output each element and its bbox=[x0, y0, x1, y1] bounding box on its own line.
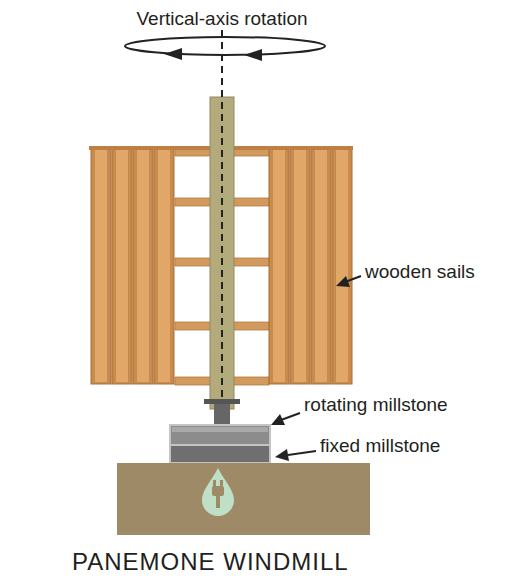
sail-plank bbox=[311, 148, 331, 384]
sail-plank bbox=[91, 148, 111, 384]
rotation-axis bbox=[221, 30, 223, 418]
arrow-head bbox=[244, 49, 262, 61]
plug-icon bbox=[202, 468, 234, 516]
plank-highlight bbox=[315, 150, 327, 382]
part-label: rotating millstone bbox=[304, 394, 448, 416]
plank-highlight bbox=[294, 150, 306, 382]
millstone-highlight bbox=[172, 427, 268, 432]
sail-plank bbox=[290, 148, 310, 384]
base bbox=[117, 463, 370, 535]
diagram-title: PANEMONE WINDMILL bbox=[72, 548, 349, 576]
plank-highlight bbox=[95, 150, 107, 382]
sail-plank bbox=[133, 148, 153, 384]
plank-highlight bbox=[273, 150, 285, 382]
rotating-millstone bbox=[170, 425, 270, 445]
leader-lines bbox=[271, 276, 361, 461]
sail-plank bbox=[332, 148, 352, 384]
part-label: fixed millstone bbox=[320, 435, 440, 457]
coupling bbox=[204, 399, 240, 404]
axis-label: Vertical-axis rotation bbox=[136, 8, 307, 30]
plank-highlight bbox=[336, 150, 348, 382]
plank-highlight bbox=[158, 150, 170, 382]
part-label: wooden sails bbox=[365, 261, 475, 283]
arrow-head bbox=[164, 48, 182, 60]
plank-highlight bbox=[137, 150, 149, 382]
sail-plank bbox=[269, 148, 289, 384]
sail-plank bbox=[112, 148, 132, 384]
fixed-millstone bbox=[170, 445, 270, 463]
sail-plank bbox=[154, 148, 174, 384]
plank-highlight bbox=[116, 150, 128, 382]
coupling bbox=[214, 404, 230, 426]
rotation-arrow bbox=[125, 37, 325, 55]
